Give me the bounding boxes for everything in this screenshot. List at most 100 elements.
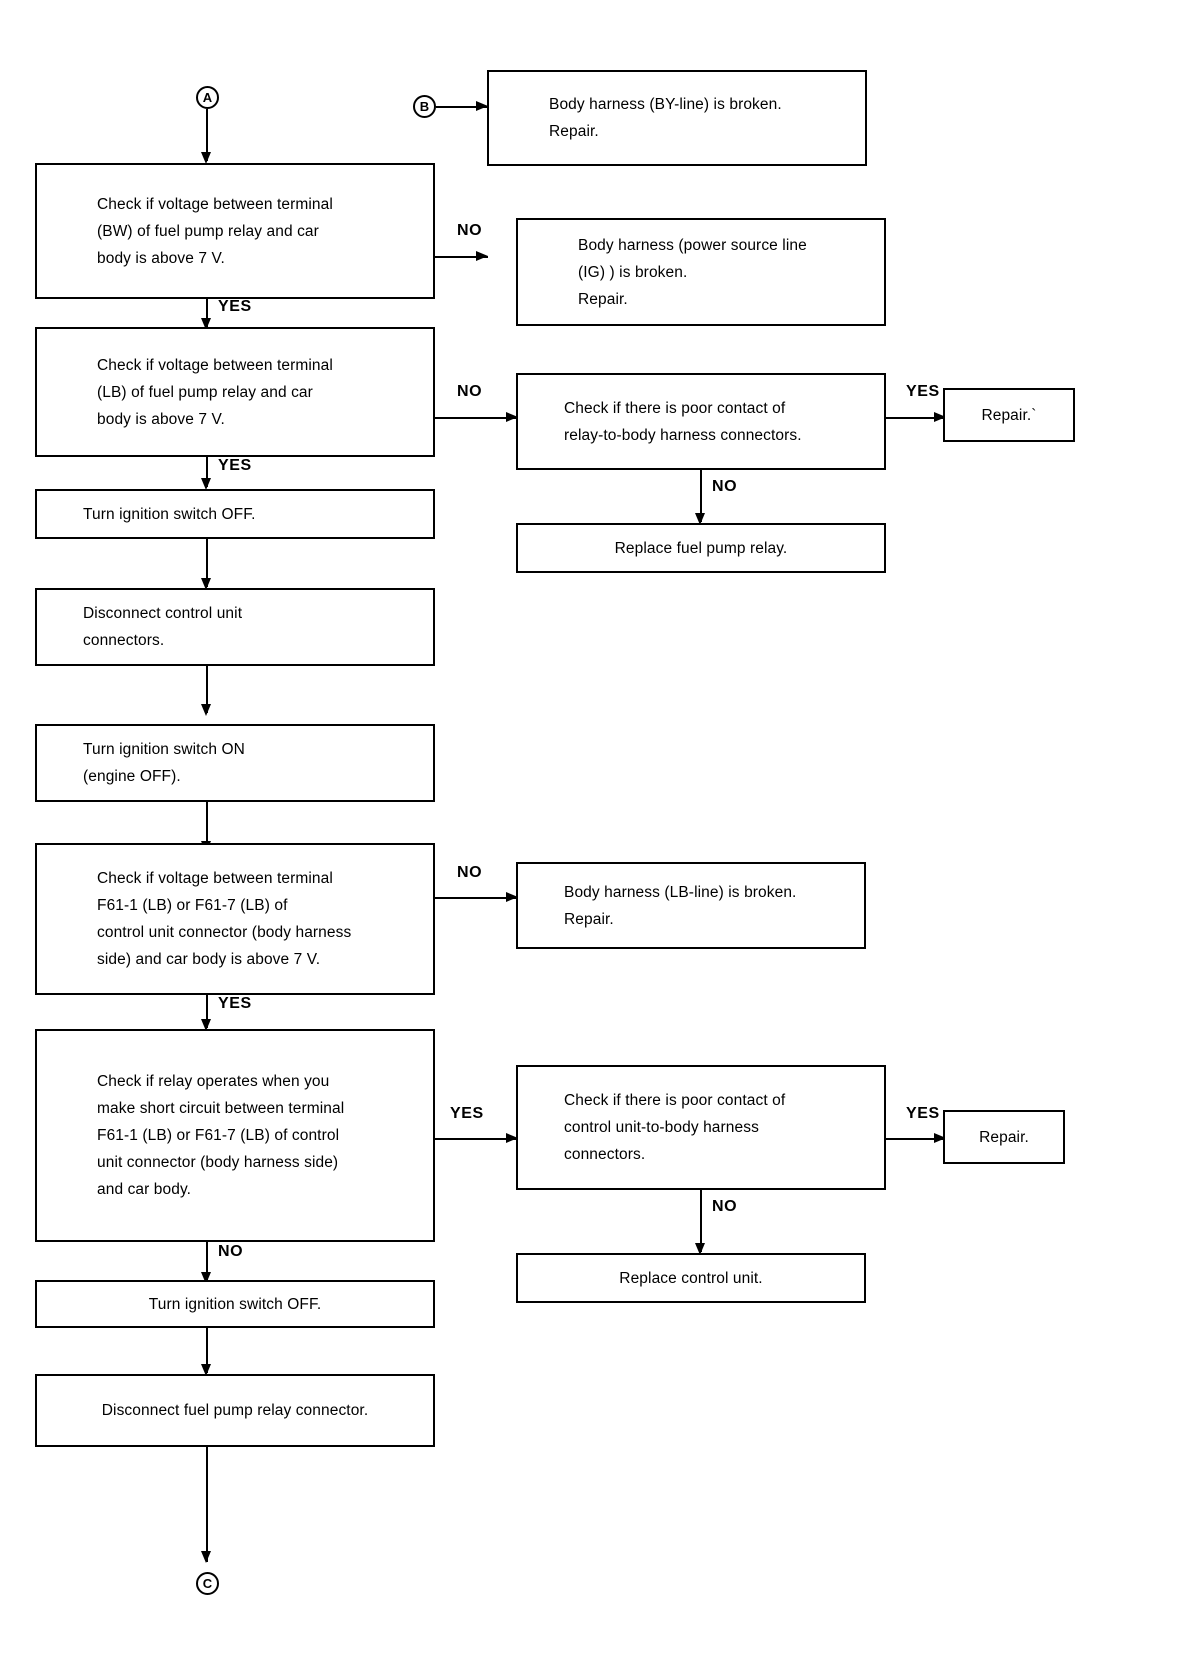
poor-contact-cu-text-3: connectors. bbox=[564, 1146, 646, 1163]
check-f61-text-1: Check if voltage between terminal bbox=[97, 870, 333, 887]
box-by-line-broken: Body harness (BY-line) is broken. Repair… bbox=[487, 70, 867, 166]
box-replace-fuel-pump-relay: Replace fuel pump relay. bbox=[516, 523, 886, 573]
line-checklb-yes bbox=[206, 457, 208, 487]
check-f61-text-4: side) and car body is above 7 V. bbox=[97, 951, 321, 968]
line-checkbw-no bbox=[435, 256, 488, 258]
label-yes-poorcontactcu: YES bbox=[906, 1105, 940, 1122]
check-bw-text-3: body is above 7 V. bbox=[97, 249, 225, 267]
poor-contact-relay-text-2: relay-to-body harness connectors. bbox=[564, 426, 802, 444]
box-poor-contact-relay: Check if there is poor contact of relay-… bbox=[516, 373, 886, 470]
arrowhead-disconnectcu-to-ignon bbox=[201, 704, 211, 716]
line-checkf61-yes bbox=[206, 995, 208, 1028]
line-to-connector-c bbox=[206, 1447, 208, 1562]
by-line-text-2: Repair. bbox=[549, 123, 599, 140]
box-turn-ignition-off-2: Turn ignition switch OFF. bbox=[35, 1280, 435, 1328]
arrowhead-poorcontactcu-yes bbox=[934, 1133, 946, 1143]
line-poorcontactcu-yes bbox=[886, 1138, 946, 1140]
disconnect-cu-text-1: Disconnect control unit bbox=[83, 605, 243, 622]
line-ignoff1-to-disconnect-cu bbox=[206, 539, 208, 587]
label-yes-poorcontactrelay: YES bbox=[906, 383, 940, 400]
box-repair-relay: Repair.` bbox=[943, 388, 1075, 442]
arrowhead-checkbw-no bbox=[476, 251, 488, 261]
arrowhead-checklb-no bbox=[506, 412, 518, 422]
arrowhead-checklb-yes bbox=[201, 478, 211, 490]
line-ignon-to-checkf61 bbox=[206, 802, 208, 852]
arrowhead-a-to-check-bw bbox=[201, 152, 211, 164]
arrowhead-poorcontactcu-no bbox=[695, 1243, 705, 1255]
connector-circle-a: A bbox=[196, 86, 219, 109]
box-check-voltage-bw: Check if voltage between terminal (BW) o… bbox=[35, 163, 435, 299]
repair-cu-text: Repair. bbox=[979, 1128, 1029, 1146]
replace-cu-text: Replace control unit. bbox=[619, 1269, 763, 1287]
line-checkbw-yes bbox=[206, 299, 208, 327]
check-lb-text-2: (LB) of fuel pump relay and car bbox=[97, 383, 313, 401]
check-bw-text-1: Check if voltage between terminal bbox=[97, 195, 333, 213]
line-a-to-check-bw bbox=[206, 109, 208, 161]
box-repair-control-unit: Repair. bbox=[943, 1110, 1065, 1164]
check-f61-text-3: control unit connector (body harness bbox=[97, 924, 352, 941]
label-yes-checklb: YES bbox=[218, 457, 252, 474]
arrowhead-poorcontactrelay-no bbox=[695, 513, 705, 525]
arrowhead-checkf61-yes bbox=[201, 1019, 211, 1031]
connector-circle-c: C bbox=[196, 1572, 219, 1595]
by-line-text-1: Body harness (BY-line) is broken. bbox=[549, 96, 782, 113]
line-poorcontactcu-no bbox=[700, 1190, 702, 1252]
label-no-checkrelay: NO bbox=[218, 1243, 244, 1260]
check-lb-text-3: body is above 7 V. bbox=[97, 410, 225, 428]
check-relay-text-2: make short circuit between terminal bbox=[97, 1100, 345, 1117]
box-replace-control-unit: Replace control unit. bbox=[516, 1253, 866, 1303]
ign-on-text-1: Turn ignition switch ON bbox=[83, 741, 245, 758]
ig-line-text-3: Repair. bbox=[578, 290, 628, 308]
label-no-poorcontactrelay: NO bbox=[712, 478, 738, 495]
box-check-relay-operates: Check if relay operates when you make sh… bbox=[35, 1029, 435, 1242]
check-relay-text-3: F61-1 (LB) or F61-7 (LB) of control bbox=[97, 1127, 340, 1144]
arrowhead-checkbw-yes bbox=[201, 318, 211, 330]
box-turn-ignition-on: Turn ignition switch ON (engine OFF). bbox=[35, 724, 435, 802]
arrowhead-checkrelay-yes bbox=[506, 1133, 518, 1143]
arrowhead-checkf61-no bbox=[506, 892, 518, 902]
arrowhead-ignoff2-to-disconnect-relay bbox=[201, 1364, 211, 1376]
connector-c-label: C bbox=[202, 1576, 213, 1591]
line-checkf61-no bbox=[435, 897, 518, 899]
label-no-poorcontactcu: NO bbox=[712, 1198, 738, 1215]
box-check-voltage-f61: Check if voltage between terminal F61-1 … bbox=[35, 843, 435, 995]
line-checkrelay-yes bbox=[435, 1138, 518, 1140]
disconnect-relay-text: Disconnect fuel pump relay connector. bbox=[101, 1402, 369, 1419]
ign-off-1-text: Turn ignition switch OFF. bbox=[83, 505, 256, 523]
line-disconnectcu-to-ignon bbox=[206, 666, 208, 713]
label-no-checkbw: NO bbox=[457, 222, 483, 239]
box-disconnect-fuel-pump-relay: Disconnect fuel pump relay connector. bbox=[35, 1374, 435, 1447]
replace-relay-text: Replace fuel pump relay. bbox=[614, 539, 788, 557]
ign-off-2-text: Turn ignition switch OFF. bbox=[148, 1295, 322, 1313]
label-yes-checkbw: YES bbox=[218, 298, 252, 315]
label-no-checkf61: NO bbox=[457, 864, 483, 881]
arrowhead-poorcontactrelay-yes bbox=[934, 412, 946, 422]
repair-relay-text: Repair.` bbox=[981, 406, 1037, 424]
ig-line-text-1: Body harness (power source line bbox=[578, 236, 807, 254]
check-relay-text-5: and car body. bbox=[97, 1181, 192, 1198]
arrowhead-checkrelay-no bbox=[201, 1272, 211, 1284]
ig-line-text-2: (IG) ) is broken. bbox=[578, 263, 688, 281]
lb-line-text-2: Repair. bbox=[564, 910, 614, 928]
poor-contact-cu-text-2: control unit-to-body harness bbox=[564, 1119, 759, 1136]
arrowhead-to-connector-c bbox=[201, 1551, 211, 1563]
check-f61-text-2: F61-1 (LB) or F61-7 (LB) of bbox=[97, 897, 288, 914]
disconnect-cu-text-2: connectors. bbox=[83, 632, 165, 649]
line-poorcontactrelay-yes bbox=[886, 417, 946, 419]
box-ig-line-broken: Body harness (power source line (IG) ) i… bbox=[516, 218, 886, 326]
line-ignoff2-to-disconnect-relay bbox=[206, 1328, 208, 1373]
poor-contact-cu-text-1: Check if there is poor contact of bbox=[564, 1092, 786, 1109]
line-checkrelay-no bbox=[206, 1242, 208, 1280]
box-lb-line-broken: Body harness (LB-line) is broken. Repair… bbox=[516, 862, 866, 949]
check-lb-text-1: Check if voltage between terminal bbox=[97, 356, 333, 374]
check-relay-text-4: unit connector (body harness side) bbox=[97, 1154, 339, 1171]
connector-circle-b: B bbox=[413, 95, 436, 118]
line-poorcontactrelay-no bbox=[700, 470, 702, 522]
box-poor-contact-control-unit: Check if there is poor contact of contro… bbox=[516, 1065, 886, 1190]
box-disconnect-control-unit: Disconnect control unit connectors. bbox=[35, 588, 435, 666]
arrowhead-b-to-by-box bbox=[476, 101, 488, 111]
line-checklb-no bbox=[435, 417, 518, 419]
arrowhead-ignoff1-to-disconnect-cu bbox=[201, 578, 211, 590]
ign-on-text-2: (engine OFF). bbox=[83, 768, 181, 785]
